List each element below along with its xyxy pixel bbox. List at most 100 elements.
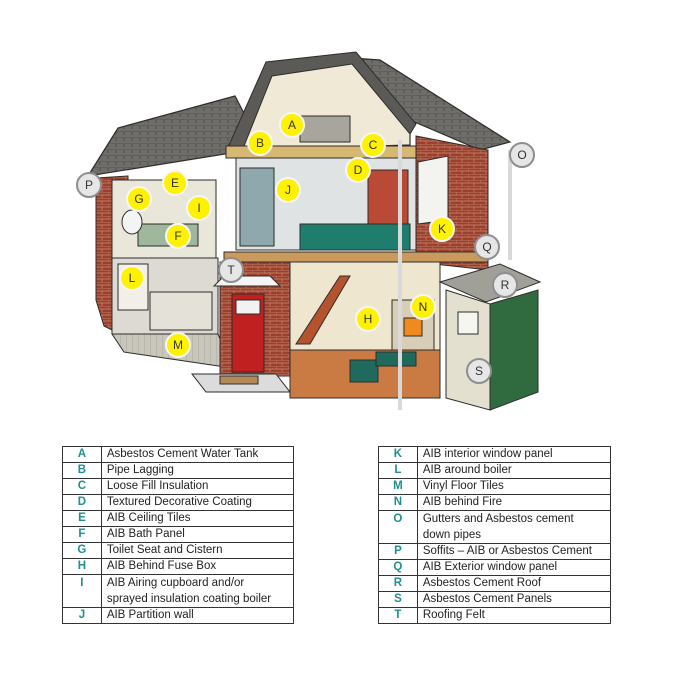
marker-letter: E xyxy=(171,176,179,190)
legend-label: Asbestos Cement Panels xyxy=(416,591,612,608)
legend-key: H xyxy=(62,558,102,575)
legend-key: K xyxy=(378,446,418,463)
legend-label: Textured Decorative Coating xyxy=(100,494,295,511)
marker-k: K xyxy=(429,216,455,242)
marker-letter: S xyxy=(475,364,483,378)
marker-circle xyxy=(165,332,191,358)
marker-r: R xyxy=(492,272,518,298)
legend-key: O xyxy=(378,510,418,544)
marker-h: H xyxy=(355,306,381,332)
legend-key: A xyxy=(62,446,102,463)
marker-circle xyxy=(279,112,305,138)
marker-circle xyxy=(345,157,371,183)
marker-m: M xyxy=(165,332,191,358)
legend-key: P xyxy=(378,543,418,560)
marker-letter: D xyxy=(354,163,363,177)
marker-letter: G xyxy=(134,192,143,206)
marker-circle xyxy=(186,195,212,221)
legend-label: Loose Fill Insulation xyxy=(100,478,295,495)
legend-key: T xyxy=(378,607,418,624)
legend-label: AIB Partition wall xyxy=(100,607,295,624)
marker-circle xyxy=(162,170,188,196)
legend-label: AIB behind Fire xyxy=(416,494,612,511)
marker-g: G xyxy=(126,186,152,212)
marker-l: L xyxy=(119,265,145,291)
legend-label-line-2: sprayed insulation coating boiler xyxy=(106,593,272,605)
marker-c: C xyxy=(360,132,386,158)
legend-key: L xyxy=(378,462,418,479)
marker-letter: O xyxy=(517,148,526,162)
legend-key: D xyxy=(62,494,102,511)
marker-letter: I xyxy=(197,201,200,215)
marker-circle xyxy=(492,272,518,298)
marker-s: S xyxy=(466,358,492,384)
legend-label: AIB interior window panel xyxy=(416,446,612,463)
legend-label: Pipe Lagging xyxy=(100,462,295,479)
marker-letter: C xyxy=(369,138,378,152)
marker-circle xyxy=(355,306,381,332)
bedroom xyxy=(235,157,417,251)
left-wing xyxy=(95,175,233,369)
legend-key: C xyxy=(62,478,102,495)
first-floor-slab xyxy=(223,251,489,263)
marker-letter: L xyxy=(129,271,136,285)
marker-n: N xyxy=(410,294,436,320)
legend-label: AIB Behind Fuse Box xyxy=(100,558,295,575)
marker-letter: F xyxy=(174,229,181,243)
legend-label: Asbestos Cement Roof xyxy=(416,575,612,592)
marker-letter: H xyxy=(364,312,373,326)
marker-circle xyxy=(429,216,455,242)
marker-circle xyxy=(76,172,102,198)
legend-key: E xyxy=(62,510,102,527)
legend-key: J xyxy=(62,607,102,624)
marker-circle xyxy=(466,358,492,384)
marker-q: Q xyxy=(474,234,500,260)
legend-label: AIB Ceiling Tiles xyxy=(100,510,295,527)
living-room xyxy=(289,261,441,399)
legend-label: Soffits – AIB or Asbestos Cement xyxy=(416,543,612,560)
legend-key: F xyxy=(62,526,102,543)
marker-letter: Q xyxy=(482,240,491,254)
marker-letter: K xyxy=(438,222,446,236)
marker-circle xyxy=(126,186,152,212)
marker-circle xyxy=(275,177,301,203)
marker-a: A xyxy=(279,112,305,138)
legend-key: B xyxy=(62,462,102,479)
legend-label: AIB Airing cupboard and/or sprayed insula… xyxy=(100,574,295,608)
marker-letter: T xyxy=(227,263,235,277)
legend-key: N xyxy=(378,494,418,511)
marker-circle xyxy=(474,234,500,260)
legend-label: Toilet Seat and Cistern xyxy=(100,542,295,559)
marker-circle xyxy=(247,130,273,156)
legend-label-line-1: AIB Airing cupboard and/or xyxy=(106,577,245,589)
marker-letter: R xyxy=(501,278,510,292)
legend-label: AIB Exterior window panel xyxy=(416,559,612,576)
marker-circle xyxy=(218,257,244,283)
marker-circle xyxy=(410,294,436,320)
marker-p: P xyxy=(76,172,102,198)
marker-e: E xyxy=(162,170,188,196)
marker-j: J xyxy=(275,177,301,203)
legend-label-line-2: down pipes xyxy=(422,529,481,541)
legend-key: S xyxy=(378,591,418,608)
legend-key: Q xyxy=(378,559,418,576)
marker-circle xyxy=(509,142,535,168)
marker-letter: J xyxy=(285,183,291,197)
marker-t: T xyxy=(218,257,244,283)
